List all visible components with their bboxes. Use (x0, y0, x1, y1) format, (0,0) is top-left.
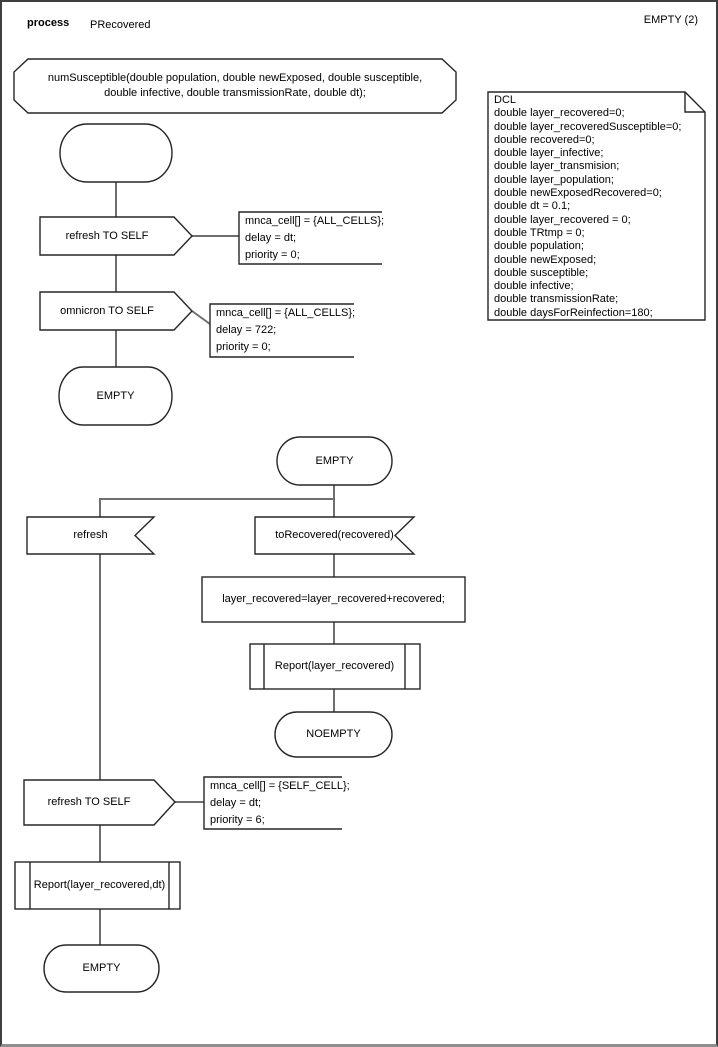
comment-omnicron: mnca_cell[] = {ALL_CELLS}; delay = 722; … (216, 305, 355, 356)
dcl-line: double TRtmp = 0; (494, 226, 585, 239)
dcl-line: double recovered=0; (494, 133, 595, 146)
comment-line: priority = 6; (210, 814, 265, 826)
dcl-line: double layer_infective; (494, 147, 604, 160)
comment-bracket-omnicron (209, 303, 354, 358)
comment-line: delay = dt; (210, 797, 262, 809)
signature-line: double infective, double transmissionRat… (104, 87, 366, 99)
state-noempty-label: NOEMPTY (306, 728, 361, 740)
state-empty-main-shape (276, 436, 393, 486)
flow-line-branch (99, 485, 335, 517)
dcl-line: double newExposed; (494, 253, 597, 266)
comment-line: mnca_cell[] = {ALL_CELLS}; (216, 307, 356, 319)
comment-line: priority = 0; (245, 249, 300, 261)
comment-bracket-refresh-self (203, 776, 342, 830)
state-noempty-shape (274, 711, 393, 758)
output-omnicron-to-self-label: omnicron TO SELF (60, 304, 154, 317)
comment-line: priority = 0; (216, 341, 271, 353)
dcl-line: double infective; (494, 280, 574, 293)
call-report-shape (249, 643, 421, 690)
comment-line: delay = 722; (216, 324, 277, 336)
comment-line: delay = dt; (245, 232, 297, 244)
comment-refresh-self: mnca_cell[] = {SELF_CELL}; delay = dt; p… (210, 778, 350, 829)
output-refresh-to-self-shape (39, 216, 193, 256)
call-report-dt-shape (14, 861, 181, 910)
dcl-line: double dt = 0.1; (494, 200, 571, 213)
comment-line: mnca_cell[] = {ALL_CELLS}; (245, 215, 385, 227)
procedure-signature-shape (13, 58, 457, 114)
connector-lines (99, 182, 335, 945)
input-refresh-label: refresh (73, 529, 108, 541)
dcl-line: double layer_recoveredSusceptible=0; (494, 120, 682, 133)
state-empty-top-label: EMPTY (96, 389, 135, 402)
diagram-title: PRecovered (90, 19, 151, 31)
dcl-line: double layer_recovered=0; (494, 107, 625, 120)
dcl-line: double susceptible; (494, 266, 589, 279)
input-torecovered-shape (254, 516, 416, 555)
diagram-kind-label: process (27, 17, 70, 29)
comment-line: mnca_cell[] = {SELF_CELL}; (210, 780, 350, 792)
dcl-line: double layer_transmision; (494, 160, 620, 173)
dcl-line: double layer_recovered = 0; (494, 213, 631, 226)
call-report-bars (263, 644, 406, 689)
dcl-line: DCL (494, 94, 517, 106)
output-refresh-self-bottom-shape (23, 779, 176, 826)
dcl-line: double layer_population; (494, 173, 614, 186)
dcl-line: double transmissionRate; (494, 293, 619, 306)
state-empty-top-shape (58, 366, 173, 426)
state-empty-bottom-shape (43, 944, 160, 993)
call-report-label: Report(layer_recovered) (274, 660, 395, 672)
dcl-note-fold-corner (684, 92, 705, 113)
procedure-signature: numSusceptible(double population, double… (14, 59, 456, 113)
comment-refresh: mnca_cell[] = {ALL_CELLS}; delay = dt; p… (245, 213, 384, 264)
input-refresh-shape (26, 516, 156, 555)
state-empty-bottom-label: EMPTY (82, 962, 121, 974)
dcl-note-shape (487, 91, 706, 321)
comment-connectors (175, 235, 239, 803)
page-reference: EMPTY (2) (643, 14, 698, 26)
input-torecovered-label: toRecovered(recovered) (275, 529, 394, 541)
output-refresh-to-self-label: refresh TO SELF (65, 229, 149, 242)
task-label: layer_recovered=layer_recovered+recovere… (222, 593, 445, 605)
output-omnicron-to-self-shape (39, 291, 193, 331)
dcl-line: double population; (494, 240, 584, 253)
dcl-line: double newExposedRecovered=0; (494, 187, 662, 200)
start-symbol (59, 123, 173, 183)
call-report-dt-bars (29, 862, 170, 909)
comment-bracket-refresh (238, 211, 382, 265)
state-empty-main-label: EMPTY (315, 454, 354, 467)
dcl-line: double daysForReinfection=180; (494, 306, 653, 319)
task-shape (201, 576, 466, 623)
output-refresh-self-bottom-label: refresh TO SELF (47, 796, 131, 808)
call-report-dt-label: Report(layer_recovered,dt) (33, 879, 166, 891)
signature-line: numSusceptible(double population, double… (47, 72, 423, 84)
dcl-declarations: DCL double layer_recovered=0; double lay… (494, 94, 681, 320)
